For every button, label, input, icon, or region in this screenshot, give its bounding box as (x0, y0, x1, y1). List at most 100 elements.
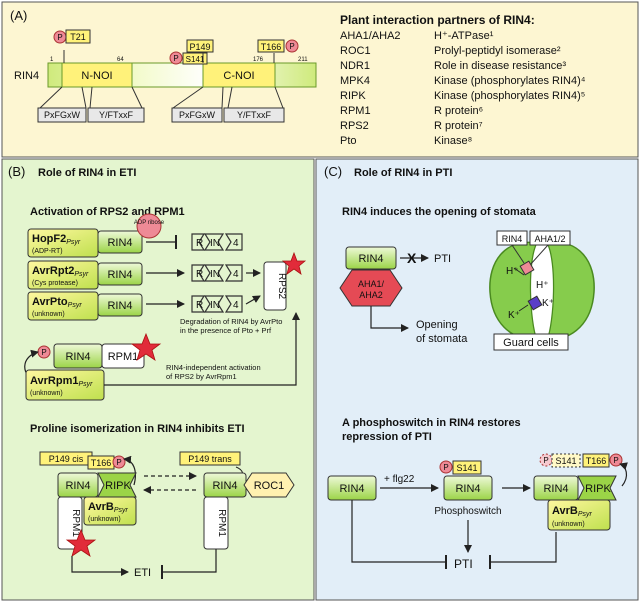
partner-desc: Kinase⁸ (434, 135, 472, 147)
rpm1-phospho-p: P (41, 348, 46, 357)
c-yftxxf-box (223, 107, 285, 123)
rin4-avrpto (97, 293, 143, 317)
fragment-r-label: R (196, 300, 203, 311)
fragment-r (191, 264, 206, 282)
s141-dephospho-p: P (543, 456, 548, 465)
panel-c-title: Role of RIN4 in PTI (354, 167, 452, 179)
t166-phospho-p-b: P (116, 458, 121, 467)
aha-atpase (339, 269, 403, 307)
rin4-callout-line (511, 244, 525, 264)
rin4-restored-label: RIN4 (543, 483, 568, 495)
ripk-kinase-b (97, 472, 137, 498)
ripk-label-c: RIPK (585, 483, 611, 495)
rpm1-activation-star (130, 332, 162, 361)
restored-repress-pti (489, 532, 557, 569)
avrb-note-c: (unknown) (552, 521, 585, 528)
avrb-effector-b (83, 496, 137, 526)
fragment-4 (224, 295, 243, 313)
fragment-r-label: R (196, 238, 203, 249)
avrb-name-c: AvrBPsyr (552, 505, 593, 518)
k-channel-icon (527, 295, 543, 311)
partner-name: RPS2 (340, 120, 369, 132)
t166-phospho-badge-c (609, 453, 623, 467)
fragment-4-label: 4 (233, 269, 239, 280)
partner-desc: R protein⁶ (434, 105, 483, 117)
p149-cis-label: P149 cis (49, 454, 84, 464)
rpm1-label: RPM1 (108, 351, 139, 363)
s141-phospho-p: P (173, 54, 178, 63)
rin4-avrpto-label: RIN4 (107, 300, 132, 312)
ripk-label-b: RIPK (105, 480, 131, 492)
rpm1-cis-receptor (57, 496, 83, 550)
rps2-receptor (263, 261, 287, 311)
panel-a-label: (A) (10, 8, 27, 23)
rpm1-trans-inhibit-eti (161, 549, 217, 579)
p149-site-label: P149 (189, 42, 210, 52)
rin4-fragments-row1: R IN 4 (191, 233, 243, 251)
t21-site-box (65, 29, 91, 44)
c-motif-connectors (172, 86, 284, 109)
t166-site-label-c: T166 (586, 456, 607, 466)
fragment-4 (224, 264, 243, 282)
position-211: 211 (298, 57, 308, 63)
independent-note-line2: of RPS2 by AvrRpm1 (166, 372, 237, 381)
rpm1-cis-star (65, 528, 97, 557)
roc1-isomerase (243, 472, 295, 498)
guard-cells-label-box (493, 333, 569, 351)
pti-blocked-cross: X (407, 250, 417, 266)
adp-ribose-label: ADP ribose (134, 220, 165, 226)
rin4-fragments-row2: R IN 4 (191, 264, 243, 282)
t166-phospho-badge (285, 39, 299, 53)
t166-phospho-p: P (289, 42, 294, 51)
partner-name: MPK4 (340, 75, 370, 87)
s141-site-label-dashed: S141 (555, 456, 576, 466)
c-pxfgxw-label: PxFGxW (179, 110, 216, 120)
stomata-subtitle: RIN4 induces the opening of stomata (342, 206, 537, 218)
roc1-label: ROC1 (254, 480, 285, 492)
pti-label-bottom: PTI (454, 557, 473, 571)
k-plus-left: K⁺ (508, 310, 520, 321)
t166-site-box (257, 39, 285, 53)
rpm1-cis-label: RPM1 (70, 509, 81, 537)
opening-label-line2: of stomata (416, 333, 468, 345)
t166-site-box-c (582, 453, 610, 468)
p149-trans-label: P149 trans (188, 454, 232, 464)
position-64: 64 (117, 57, 124, 63)
rin4-trans-label: RIN4 (212, 480, 237, 492)
fragment-4-label: 4 (233, 238, 239, 249)
ripk-kinase-c (577, 475, 617, 501)
rin4-hopf2 (97, 230, 143, 254)
avrrpt2-name: AvrRpt2Psyr (32, 265, 89, 278)
aha12-callout-box (529, 230, 571, 246)
rin4-callout-label: RIN4 (502, 234, 523, 244)
n-pxfgxw-label: PxFGxW (44, 110, 81, 120)
rin4-stomata (345, 246, 397, 270)
phosphoswitch-subtitle-line1: A phosphoswitch in RIN4 restores (342, 417, 521, 429)
partner-desc: R protein⁷ (434, 120, 483, 132)
s141-site-label: S141 (186, 55, 205, 64)
eti-label: ETI (134, 567, 151, 579)
rin4-unmodified-label: RIN4 (339, 483, 364, 495)
c-noi-domain (202, 62, 276, 88)
n-motif-connectors (39, 86, 143, 109)
t21-site-label: T21 (70, 32, 86, 42)
independent-note-line1: RIN4-independent activation (166, 363, 261, 372)
n-pxfgxw-box (37, 107, 87, 123)
rin4-hopf2-label: RIN4 (107, 237, 132, 249)
avrrpm1-name: AvrRpm1Psyr (30, 375, 93, 388)
partner-desc: Kinase (phosphorylates RIN4)⁵ (434, 90, 585, 102)
n-noi-domain (61, 62, 133, 88)
s141-phospho-badge (169, 51, 183, 65)
panel-b-label: (B) (8, 164, 25, 179)
rpm1-receptor (101, 343, 145, 369)
fragment-in (203, 295, 225, 313)
k-plus-flow-arrow (518, 304, 529, 312)
rin4-phosphorylated (443, 475, 493, 501)
fragment-r-label: R (196, 269, 203, 280)
proline-subtitle: Proline isomerization in RIN4 inhibits E… (30, 423, 245, 435)
fragment-4-label: 4 (233, 300, 239, 311)
rps2-label: RPS2 (276, 273, 287, 300)
s141-site-box-c (452, 460, 482, 475)
